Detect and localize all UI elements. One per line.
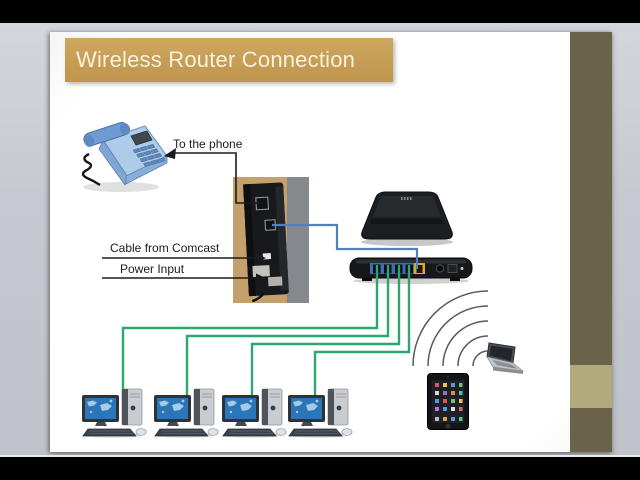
router-rear-ports-icon [348, 252, 474, 284]
backdrop: Wireless Router Connection [0, 23, 640, 457]
desktop-pc-icon-2 [152, 388, 220, 438]
desktop-pc-icon-3 [220, 388, 288, 438]
laptop-icon [476, 342, 526, 380]
letterbox-bottom [0, 455, 640, 480]
router-top-icon [352, 188, 462, 248]
tablet-icon [427, 373, 469, 430]
page-title: Wireless Router Connection [76, 47, 356, 72]
title-banner: Wireless Router Connection [65, 38, 393, 82]
desktop-pc-icon-1 [80, 388, 148, 438]
label-power-input: Power Input [120, 262, 185, 276]
letterbox-top [0, 0, 640, 23]
label-cable-from-comcast: Cable from Comcast [110, 241, 220, 255]
cable-modem-photo [233, 177, 309, 303]
slide: Wireless Router Connection [50, 32, 612, 452]
telephone-icon [75, 112, 170, 195]
label-to-the-phone: To the phone [173, 137, 243, 151]
desktop-pc-icon-4 [286, 388, 354, 438]
slide-accent-khaki-block [570, 365, 612, 408]
slide-accent-bar [570, 32, 612, 452]
